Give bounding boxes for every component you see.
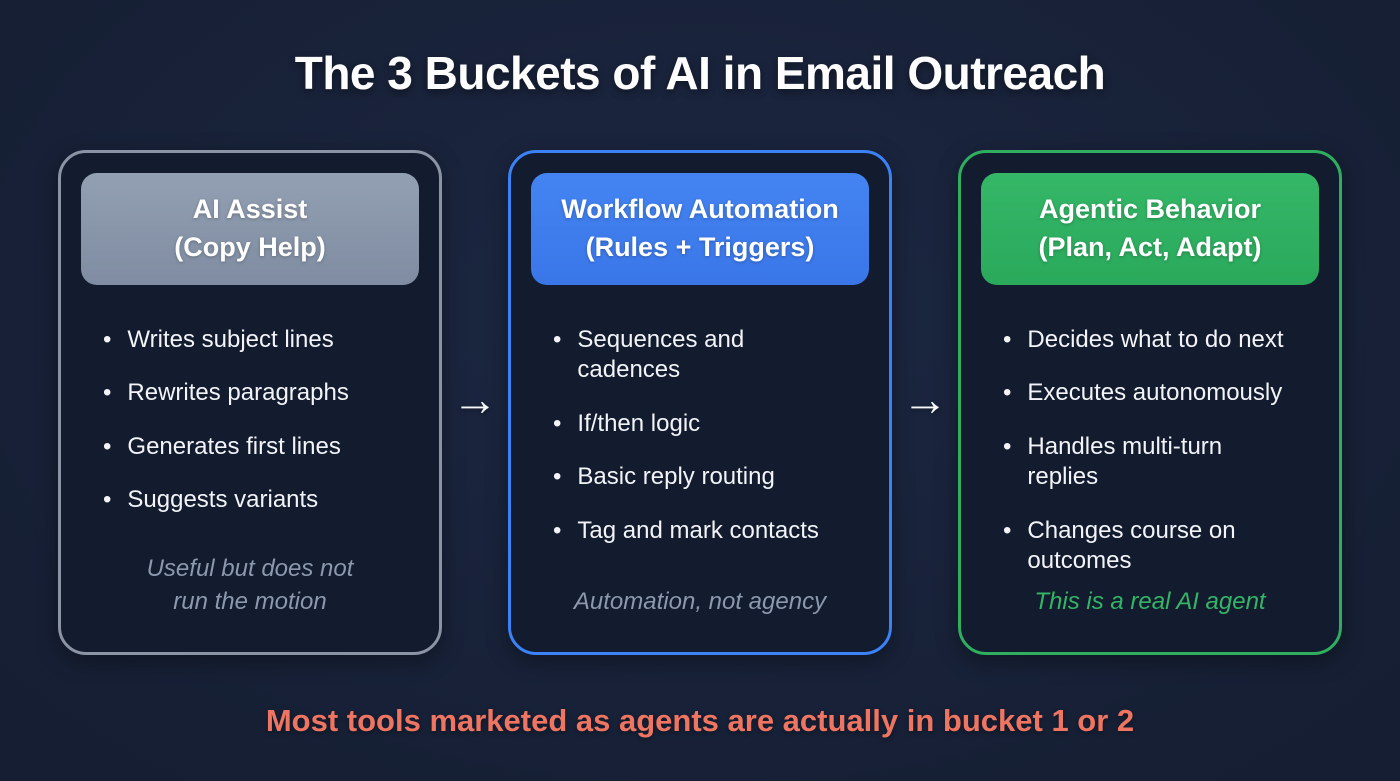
list-item: • If/then logic xyxy=(553,409,863,439)
right-arrow-icon: → xyxy=(452,372,498,425)
list-item: • Sequences and cadences xyxy=(553,325,863,386)
card-subtitle: (Copy Help) xyxy=(174,232,326,262)
bullet-label: Decides what to do next xyxy=(1027,326,1284,353)
card-footnote: Automation, not agency xyxy=(573,587,827,615)
list-item: • Suggests variants xyxy=(103,485,413,515)
card-footnote: Useful but does not run the motion xyxy=(146,555,354,615)
list-item: • Basic reply routing xyxy=(553,462,863,492)
list-item: • Tag and mark contacts xyxy=(553,516,863,546)
bullet-icon: • xyxy=(553,516,562,544)
arrow-cell-1: → xyxy=(442,150,508,655)
card-title: Workflow Automation xyxy=(561,194,839,225)
card-agentic-behavior-header: Agentic Behavior (Plan, Act, Adapt) xyxy=(981,173,1319,285)
bullet-label: Generates first lines xyxy=(127,432,341,460)
card-subtitle: (Rules + Triggers) xyxy=(585,232,815,262)
list-item: • Executes autonomously xyxy=(1003,378,1313,408)
list-item: • Generates first lines xyxy=(103,432,413,462)
bottom-note: Most tools marketed as agents are actual… xyxy=(265,703,1135,738)
bullet-label: Changes course on outcomes xyxy=(1027,516,1236,575)
card-ai-assist-header: AI Assist (Copy Help) xyxy=(81,173,419,285)
bullet-icon: • xyxy=(103,326,112,353)
card-footnote: This is a real AI agent xyxy=(1034,587,1266,615)
bullet-label: Rewrites paragraphs xyxy=(127,379,349,407)
card-workflow-automation-header: Workflow Automation (Rules + Triggers) xyxy=(531,173,869,285)
bullet-label: Writes subject lines xyxy=(127,326,334,353)
bullet-label: Handles multi-turn replies xyxy=(1027,432,1223,491)
bullet-icon: • xyxy=(1003,516,1012,544)
card-title: AI Assist xyxy=(192,194,308,225)
bullet-icon: • xyxy=(103,486,112,514)
bullet-label: Tag and mark contacts xyxy=(577,516,819,544)
bullet-label: Sequences and cadences xyxy=(577,326,745,384)
card-workflow-automation-bullets: • Sequences and cadences • If/then logic… xyxy=(531,325,869,546)
bullet-icon: • xyxy=(1003,432,1012,460)
buckets-row: AI Assist (Copy Help) • Writes subject l… xyxy=(58,150,1342,655)
list-item: • Changes course on outcomes xyxy=(1003,516,1313,577)
bullet-icon: • xyxy=(1003,326,1012,353)
card-ai-assist: AI Assist (Copy Help) • Writes subject l… xyxy=(58,150,442,655)
bullet-icon: • xyxy=(553,326,562,353)
bullet-icon: • xyxy=(103,379,112,407)
bullet-label: Suggests variants xyxy=(127,486,319,514)
card-agentic-behavior: Agentic Behavior (Plan, Act, Adapt) • De… xyxy=(958,150,1342,655)
arrow-cell-2: → xyxy=(892,150,958,655)
list-item: • Handles multi-turn replies xyxy=(1003,432,1313,493)
card-ai-assist-bullets: • Writes subject lines • Rewrites paragr… xyxy=(81,325,419,516)
card-title: Agentic Behavior xyxy=(1038,194,1262,225)
card-subtitle: (Plan, Act, Adapt) xyxy=(1038,232,1262,262)
bullet-icon: • xyxy=(1003,379,1012,407)
bullet-icon: • xyxy=(103,432,112,460)
bullet-label: If/then logic xyxy=(577,409,701,437)
list-item: • Decides what to do next xyxy=(1003,325,1313,355)
list-item: • Writes subject lines xyxy=(103,325,413,355)
card-workflow-automation: Workflow Automation (Rules + Triggers) •… xyxy=(508,150,892,655)
bullet-label: Executes autonomously xyxy=(1027,379,1283,407)
bullet-label: Basic reply routing xyxy=(577,463,775,491)
bullet-icon: • xyxy=(553,409,562,437)
page-title: The 3 Buckets of AI in Email Outreach xyxy=(294,47,1106,99)
right-arrow-icon: → xyxy=(902,372,948,425)
list-item: • Rewrites paragraphs xyxy=(103,378,413,408)
bullet-icon: • xyxy=(553,463,562,491)
card-agentic-behavior-bullets: • Decides what to do next • Executes aut… xyxy=(981,325,1319,577)
